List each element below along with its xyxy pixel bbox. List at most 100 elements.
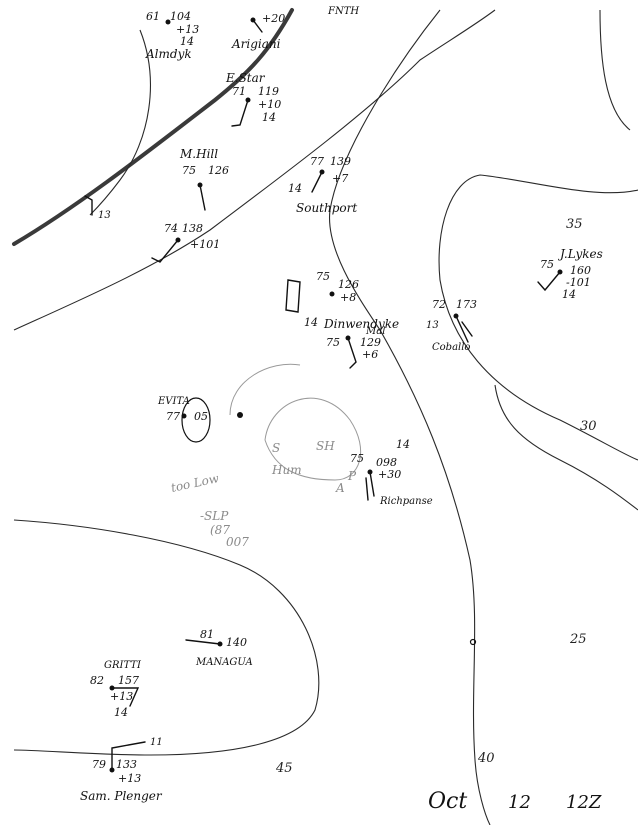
station-extra: 14: [262, 111, 276, 124]
isobar-south-east: [494, 384, 638, 511]
station-pressure: 104: [170, 10, 191, 23]
station-tendency: +13: [118, 772, 141, 785]
wind-barb: [311, 171, 323, 193]
station-tendency: -101: [566, 276, 591, 289]
station-extra: 11: [150, 737, 163, 748]
station-temp: 72: [432, 298, 446, 311]
station-temp: 75: [182, 164, 196, 177]
station-pressure: 126: [208, 164, 229, 177]
station-name: EVITA: [157, 396, 190, 407]
station-name: Southport: [296, 201, 357, 215]
station-extra: 14: [288, 182, 302, 195]
station-sam-plenger: 79 133 +13 11 Sam. Plenger: [80, 737, 163, 803]
isobar-label: 25: [569, 632, 587, 647]
isobar-east-top: [599, 9, 631, 131]
wind-barb: [111, 741, 146, 771]
station-name: Arigiani: [231, 37, 281, 51]
station-name: J.Lykes: [557, 247, 603, 261]
station-temp: 75: [316, 270, 330, 283]
lone-station-dot-south: [469, 638, 477, 646]
date-hour: 12Z: [566, 792, 602, 813]
station-tendency: +13: [110, 690, 133, 703]
faint-low-inner: [229, 363, 301, 416]
wind-barb: [537, 271, 561, 292]
station-pressure: 138: [182, 222, 203, 235]
station-temp: 75: [540, 258, 554, 271]
box-mark: [285, 279, 301, 313]
lone-station-dot: [237, 412, 243, 418]
station-pressure: 160: [570, 264, 591, 277]
wind-barb: [111, 687, 140, 707]
station-name: Sam. Plenger: [80, 789, 163, 803]
station-almdyk: 61 104 +13 14 Almdyk: [145, 10, 199, 61]
isobar-label: 40: [477, 751, 495, 766]
station-dot: [181, 413, 187, 419]
date-day: 12: [508, 792, 531, 813]
isobar-central: [329, 9, 491, 825]
faint-label: SH: [316, 439, 335, 453]
date-label: Oct 12 12Z: [428, 789, 602, 814]
station-dot: [329, 291, 335, 297]
wind-barb: [151, 239, 179, 263]
station-temp: 61: [146, 10, 160, 23]
station-temp: 77: [166, 410, 180, 423]
station-name: Mal: [365, 326, 385, 337]
low-note: -SLP: [200, 509, 229, 523]
wind-barb: [455, 315, 473, 343]
isobar-label: 45: [275, 761, 293, 776]
station-southport: 77 139 +7 14 Southport: [288, 155, 357, 215]
date-month: Oct: [428, 789, 467, 814]
wind-barb: [347, 337, 357, 369]
station-temp: 79: [92, 758, 106, 771]
isobar-southwest: [13, 519, 320, 756]
station-extra: 14: [562, 288, 576, 301]
station-pressure: +20: [262, 12, 285, 25]
station-pressure: 129: [360, 336, 381, 349]
station-managua: 81 140 MANAGUA: [185, 628, 253, 668]
faint-label: Hum: [271, 463, 302, 477]
station-name: E.Star: [225, 71, 266, 85]
station-temp: 75: [326, 336, 340, 349]
station-dot: [165, 19, 171, 25]
station-temp: 75: [350, 452, 364, 465]
station-m-hill: M.Hill 75 126: [179, 147, 229, 211]
wind-barb: [185, 639, 221, 645]
station-temp: 71: [232, 85, 246, 98]
station-pressure: 133: [116, 758, 137, 771]
station-extra: 14: [114, 706, 128, 719]
station-temp: 77: [310, 155, 324, 168]
station-extra: 14: [396, 438, 410, 451]
station-pressure: 126: [338, 278, 359, 291]
station-name: M.Hill: [179, 147, 218, 161]
station-extra: 13: [426, 320, 439, 331]
station-tendency: +101: [190, 238, 220, 251]
top-label: FNTH: [327, 6, 359, 17]
isobar-label: 35: [566, 217, 583, 232]
station-pressure: 05: [194, 410, 208, 423]
station-name: Richpanse: [379, 496, 433, 507]
station-name: Almdyk: [145, 47, 192, 61]
station-temp: 82: [90, 674, 104, 687]
station-arigiani: +20 Arigiani: [231, 12, 285, 51]
low-note: (87: [210, 523, 230, 537]
wind-barb: [84, 195, 93, 216]
station-tendency: +6: [362, 348, 378, 361]
station-name: MANAGUA: [195, 657, 253, 668]
front-line: [12, 8, 294, 246]
station-evita: EVITA 77 05: [157, 396, 208, 423]
faint-label: S: [272, 441, 280, 455]
wind-barb: [365, 471, 375, 501]
evita-ring: [181, 397, 211, 443]
station-extra: 14: [180, 35, 194, 48]
low-note: 007: [226, 535, 249, 549]
station-mal: Mal 75 129 +6: [326, 326, 385, 369]
station-tendency: +8: [340, 291, 356, 304]
faint-label: A: [335, 481, 345, 495]
isobar-east: [438, 174, 638, 461]
station-name: GRITTI: [104, 660, 142, 671]
station-tendency: +13: [176, 23, 199, 36]
station-pressure: 173: [456, 298, 477, 311]
station-coballo: 72 173 13 Coballo: [426, 298, 477, 353]
isobar-label: 30: [580, 419, 597, 434]
